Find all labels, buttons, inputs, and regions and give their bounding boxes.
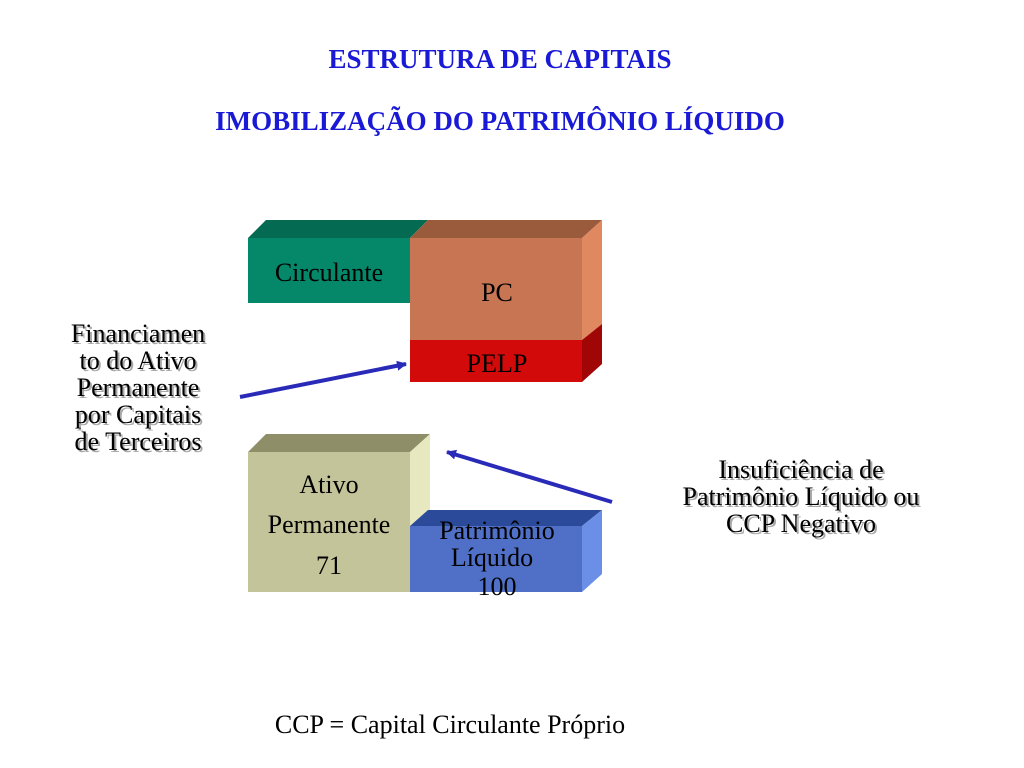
insufficiency-note-line: CCP Negativo: [726, 509, 876, 538]
ativo-permanente-block: Ativo Permanente 71: [248, 434, 430, 592]
arrow-to-pelp: [239, 360, 407, 399]
financing-note-line: por Capitais: [74, 400, 202, 429]
patrimonio-liquido-label-1: Patrimônio: [439, 516, 555, 545]
ativo-permanente-label-2: Permanente: [268, 510, 391, 539]
circulante-block: Circulante: [248, 220, 428, 303]
financing-note: Financiamen to do Ativo Permanente por C…: [40, 320, 236, 455]
pc-label: PC: [481, 278, 513, 307]
insufficiency-note: Insuficiência de Patrimônio Líquido ou C…: [636, 456, 966, 537]
ativo-permanente-value: 71: [316, 551, 342, 580]
patrimonio-liquido-block: Patrimônio Líquido 100: [410, 510, 602, 601]
pelp-label: PELP: [467, 349, 528, 378]
financing-note-line: to do Ativo: [79, 346, 197, 375]
financing-note-line: Permanente: [76, 373, 200, 402]
page-subtitle: IMOBILIZAÇÃO DO PATRIMÔNIO LÍQUIDO: [215, 106, 785, 136]
insufficiency-note-line: Patrimônio Líquido ou: [682, 482, 920, 511]
circulante-label: Circulante: [275, 258, 383, 287]
insufficiency-note-line: Insuficiência de: [718, 455, 884, 484]
patrimonio-liquido-value: 100: [478, 572, 517, 601]
page-title: ESTRUTURA DE CAPITAIS: [328, 44, 672, 74]
pc-pelp-block: PC PELP: [410, 220, 602, 382]
financing-note-line: de Terceiros: [74, 427, 202, 456]
ccp-definition: CCP = Capital Circulante Próprio: [274, 710, 626, 739]
arrow-to-ativo-gap: [446, 449, 613, 504]
financing-note-line: Financiamen: [70, 319, 206, 348]
ativo-permanente-label-1: Ativo: [299, 470, 358, 499]
patrimonio-liquido-label-2: Líquido: [451, 543, 533, 572]
